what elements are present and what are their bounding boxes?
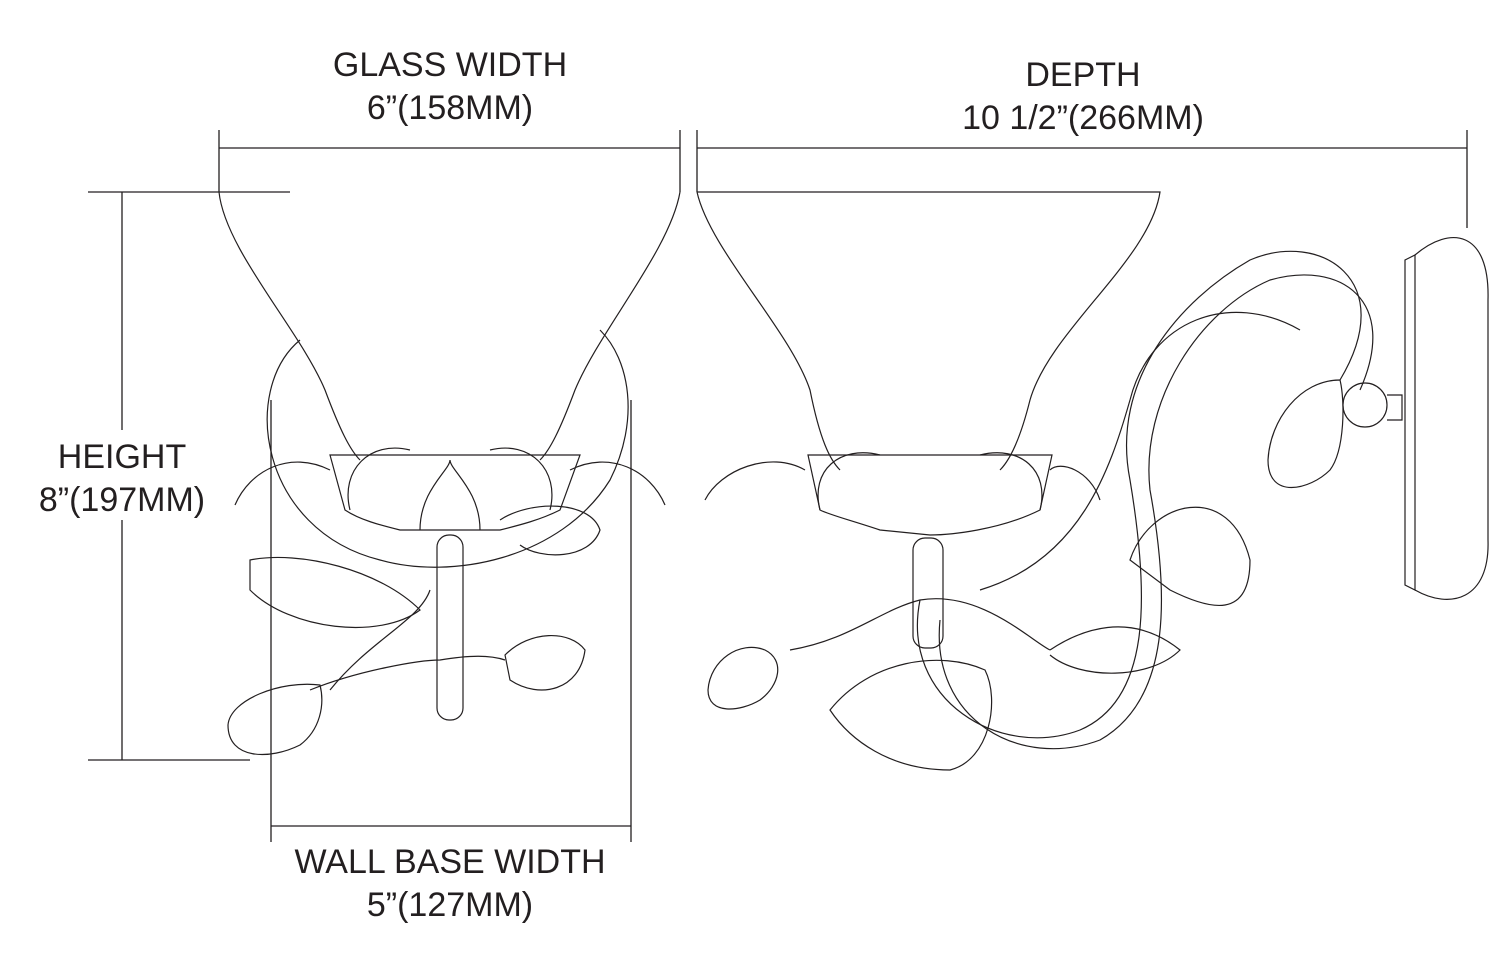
height-dimension-line — [88, 191, 290, 761]
wall-base-width-label: WALL BASE WIDTH — [294, 843, 606, 881]
wall-base-width-value: 5”(127MM) — [366, 886, 534, 924]
height-value: 8”(197MM) — [38, 480, 206, 520]
glass-width-dimension-line — [218, 130, 681, 192]
depth-value: 10 1/2”(266MM) — [962, 99, 1204, 137]
glass-width-label: GLASS WIDTH — [332, 46, 568, 84]
height-label: HEIGHT — [57, 437, 187, 477]
side-view-sconce — [696, 191, 1489, 771]
depth-dimension-line — [696, 130, 1468, 228]
depth-label: DEPTH — [1025, 56, 1141, 94]
front-view-sconce — [218, 191, 681, 756]
glass-width-value: 6”(158MM) — [366, 89, 534, 127]
wall-base-width-dimension-line — [270, 400, 632, 842]
